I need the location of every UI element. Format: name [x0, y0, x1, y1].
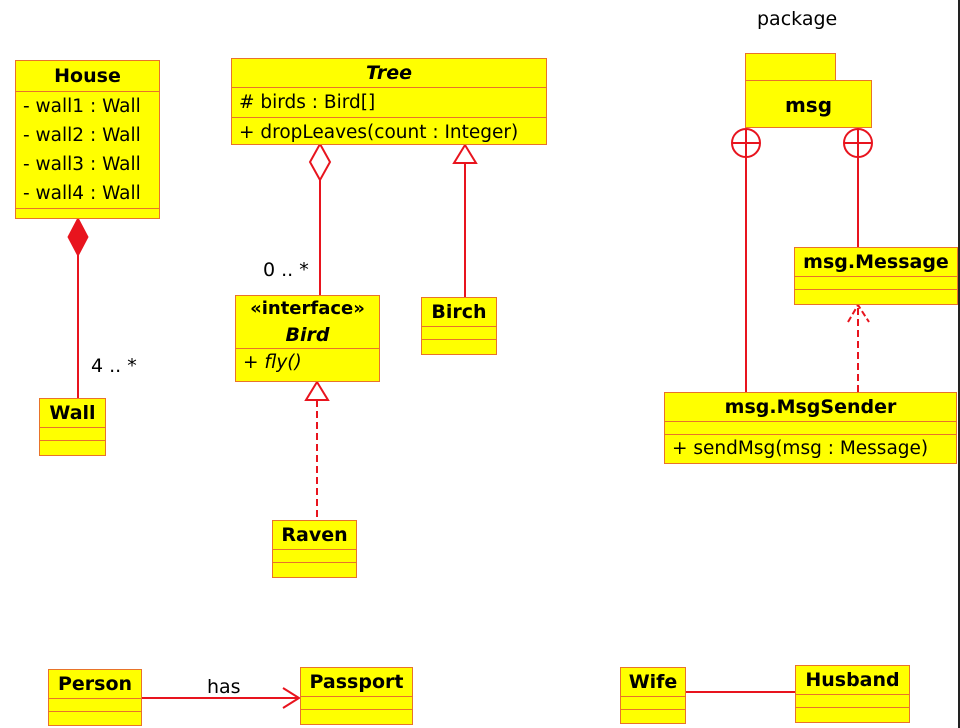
operations-section: + fly(): [236, 348, 379, 377]
operations-section: + sendMsg(msg : Message): [665, 434, 956, 463]
operations-section: [796, 707, 909, 720]
attributes-section: [621, 696, 685, 709]
attributes-section: [40, 427, 105, 440]
attribute: - wall2 : Wall: [23, 125, 141, 146]
attribute: # birds : Bird[]: [239, 92, 376, 113]
attributes-section: [796, 694, 909, 707]
package-title-label: package: [757, 8, 838, 30]
package-msg[interactable]: msg: [745, 80, 872, 128]
association-label: has: [207, 676, 241, 698]
association-arrow-icon: [282, 687, 301, 709]
operations-section: [16, 208, 159, 221]
operations-section: [795, 289, 957, 302]
class-tree[interactable]: Tree # birds : Bird[] + dropLeaves(count…: [231, 58, 547, 145]
attribute: - wall4 : Wall: [23, 183, 141, 204]
operations-section: [40, 440, 105, 453]
realization-arrow-icon: [304, 380, 330, 401]
class-person[interactable]: Person: [48, 669, 142, 726]
class-name: Husband: [805, 669, 900, 691]
aggregation-diamond-icon: [308, 141, 332, 183]
multiplicity-label: 4 .. *: [91, 355, 137, 377]
operation: + sendMsg(msg : Message): [672, 438, 929, 459]
class-house[interactable]: House - wall1 : Wall - wall2 : Wall - wa…: [15, 60, 160, 219]
attributes-section: [665, 421, 956, 434]
class-bird[interactable]: «interface» Bird + fly(): [235, 295, 380, 382]
operations-section: [301, 709, 412, 722]
attribute: - wall1 : Wall: [23, 96, 141, 117]
class-name: Wall: [49, 402, 96, 424]
class-name: Person: [57, 673, 133, 695]
class-msg-message[interactable]: msg.Message: [794, 247, 958, 305]
operation: + dropLeaves(count : Integer): [239, 122, 519, 143]
class-name: Tree: [365, 62, 412, 84]
class-name: msg.Message: [803, 251, 949, 273]
composition-diamond-icon: [67, 216, 89, 258]
class-stereotype: «interface»: [250, 298, 365, 319]
class-name: Passport: [309, 671, 404, 693]
class-passport[interactable]: Passport: [300, 667, 413, 725]
class-name: Wife: [628, 671, 678, 693]
attributes-section: [795, 276, 957, 289]
attributes-section: [301, 696, 412, 709]
attributes-section: [273, 549, 356, 562]
generalization-arrow-icon: [452, 143, 478, 164]
class-name: House: [54, 65, 121, 87]
operation: + fly(): [243, 352, 302, 373]
operations-section: + dropLeaves(count : Integer): [232, 117, 546, 147]
class-name: Raven: [281, 524, 348, 546]
class-name: msg.MsgSender: [724, 396, 897, 418]
attributes-section: [422, 326, 496, 339]
attributes-section: [49, 698, 141, 711]
package-tab[interactable]: [745, 53, 836, 81]
canvas-edge: [958, 0, 960, 728]
attributes-section: # birds : Bird[]: [232, 87, 546, 117]
attribute: - wall3 : Wall: [23, 154, 141, 175]
operations-section: [621, 709, 685, 722]
class-name: Birch: [431, 301, 487, 323]
operations-section: [422, 339, 496, 352]
class-msg-msgsender[interactable]: msg.MsgSender + sendMsg(msg : Message): [664, 392, 957, 464]
package-name: msg: [784, 93, 833, 117]
class-wife[interactable]: Wife: [620, 667, 686, 724]
class-wall[interactable]: Wall: [39, 398, 106, 456]
class-name: Bird: [285, 324, 330, 346]
class-raven[interactable]: Raven: [272, 520, 357, 578]
attributes-section: - wall1 : Wall - wall2 : Wall - wall3 : …: [16, 91, 159, 208]
operations-section: [273, 562, 356, 575]
class-birch[interactable]: Birch: [421, 297, 497, 355]
operations-section: [49, 711, 141, 724]
dependency-arrow-icon: [847, 303, 870, 323]
class-husband[interactable]: Husband: [795, 665, 910, 723]
multiplicity-label: 0 .. *: [263, 259, 309, 281]
